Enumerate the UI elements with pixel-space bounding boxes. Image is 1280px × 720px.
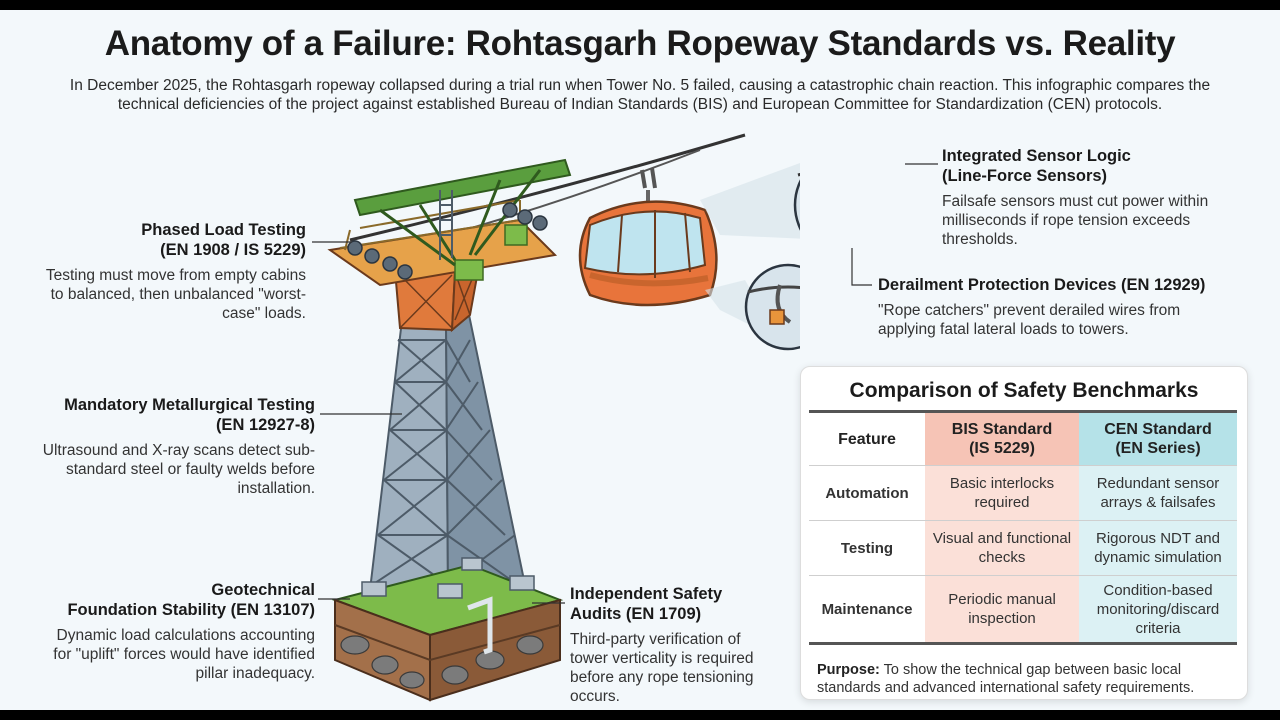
row-cen: Rigorous NDT and dynamic simulation [1079, 520, 1237, 576]
row-bis: Basic interlocks required [925, 465, 1079, 521]
annotation-load-testing: Phased Load Testing (EN 1908 / IS 5229) … [30, 220, 306, 323]
header-cen: CEN Standard (EN Series) [1079, 410, 1237, 466]
annotation-metallurgical: Mandatory Metallurgical Testing (EN 1292… [40, 395, 315, 498]
annotation-title: Independent Safety [570, 585, 723, 603]
purpose-label: Purpose: [817, 662, 880, 678]
annotation-title: (EN 1908 / IS 5229) [160, 241, 306, 259]
comparison-panel: Comparison of Safety Benchmarks Feature … [800, 366, 1248, 700]
annotation-title: Geotechnical [211, 581, 315, 599]
comparison-title: Comparison of Safety Benchmarks [849, 379, 1199, 402]
row-feature: Maintenance [809, 575, 925, 645]
annotation-foundation: Geotechnical Foundation Stability (EN 13… [40, 580, 315, 683]
purpose-text: To show the technical gap between basic … [817, 662, 1195, 696]
header-feature: Feature [809, 410, 925, 466]
annotation-body: "Rope catchers" prevent derailed wires f… [878, 302, 1181, 338]
tower [368, 308, 527, 592]
row-bis: Periodic manual inspection [925, 575, 1079, 645]
ropeway-illustration [312, 133, 800, 702]
infographic-page: Anatomy of a Failure: Rohtasgarh Ropeway… [0, 10, 1280, 710]
header-cen-line1: CEN Standard [1104, 421, 1212, 438]
annotation-derailment: Derailment Protection Devices (EN 12929)… [878, 275, 1238, 339]
row-cen: Redundant sensor arrays & failsafes [1079, 465, 1237, 521]
annotation-title: Integrated Sensor Logic [942, 147, 1131, 165]
annotation-title: Mandatory Metallurgical Testing [64, 396, 315, 414]
annotation-body: Third-party verification of tower vertic… [570, 631, 754, 705]
row-bis: Visual and functional checks [925, 520, 1079, 576]
annotation-sensor: Integrated Sensor Logic (Line-Force Sens… [942, 146, 1232, 249]
gondola [578, 167, 718, 307]
intro-paragraph: In December 2025, the Rohtasgarh ropeway… [69, 77, 1211, 113]
comparison-table: Feature BIS Standard (IS 5229) CEN Stand… [809, 410, 1237, 645]
table-row: Testing Visual and functional checks Rig… [809, 520, 1237, 576]
annotation-body: Ultrasound and X-ray scans detect sub-st… [42, 442, 315, 497]
table-row: Automation Basic interlocks required Red… [809, 465, 1237, 521]
annotation-title: Phased Load Testing [141, 221, 306, 239]
table-row: Maintenance Periodic manual inspection C… [809, 575, 1237, 645]
header-bis-line1: BIS Standard [951, 421, 1053, 438]
annotation-body: Dynamic load calculations accounting for… [53, 627, 315, 682]
header-bis: BIS Standard (IS 5229) [925, 410, 1079, 466]
annotation-title: Audits (EN 1709) [570, 605, 702, 623]
table-header-row: Feature BIS Standard (IS 5229) CEN Stand… [809, 410, 1237, 466]
annotation-title: Derailment Protection Devices (EN 12929) [878, 276, 1206, 294]
page-title: Anatomy of a Failure: Rohtasgarh Ropeway… [104, 24, 1176, 63]
purpose-note: Purpose: To show the technical gap betwe… [817, 661, 1237, 697]
header-cen-line2: (EN Series) [1115, 440, 1201, 457]
annotation-title: (EN 12927-8) [215, 416, 315, 434]
annotation-title: (Line-Force Sensors) [942, 167, 1108, 185]
header-bis-line2: (IS 5229) [969, 440, 1035, 457]
row-feature: Testing [809, 520, 925, 576]
annotation-body: Failsafe sensors must cut power within m… [942, 193, 1209, 248]
row-feature: Automation [809, 465, 925, 521]
annotation-body: Testing must move from empty cabins to b… [45, 267, 306, 322]
annotation-title: Foundation Stability (EN 13107) [67, 601, 315, 619]
row-cen: Condition-based monitoring/discard crite… [1079, 575, 1237, 645]
annotation-audits: Independent Safety Audits (EN 1709) Thir… [570, 584, 780, 706]
